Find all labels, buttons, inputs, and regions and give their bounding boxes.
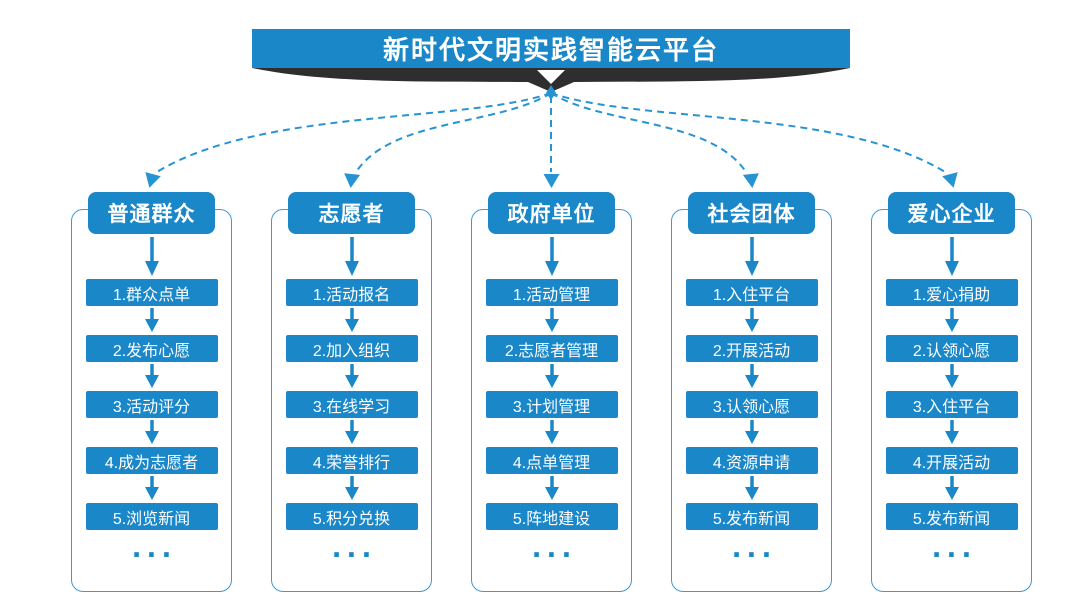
workflow-step: 5.积分兑换	[285, 503, 418, 530]
origin-diamond-icon	[546, 85, 556, 100]
down-arrow-icon	[944, 476, 959, 500]
ellipsis-more: ...	[332, 528, 377, 564]
connector-arrowhead-icon	[344, 173, 361, 188]
column-content: 社会团体 1.入住平台 2.开展活动 3.认领心愿 4.资源申请 5.发布新闻 …	[671, 192, 832, 592]
down-arrow-icon	[544, 364, 559, 388]
role-header: 政府单位	[488, 192, 615, 234]
banner-ribbon	[252, 68, 850, 92]
connector-arrowhead-icon	[145, 172, 161, 188]
platform-title-banner: 新时代文明实践智能云平台	[252, 29, 850, 68]
workflow-step: 2.开展活动	[685, 335, 818, 362]
workflow-step: 2.认领心愿	[885, 335, 1018, 362]
connector-arrowhead-icon	[742, 173, 759, 188]
ellipsis-more: ...	[732, 528, 777, 564]
workflow-step: 5.发布新闻	[685, 503, 818, 530]
role-column: 爱心企业 1.爱心捐助 2.认领心愿 3.入住平台 4.开展活动 5.发布新闻 …	[871, 192, 1032, 592]
platform-title: 新时代文明实践智能云平台	[382, 35, 719, 65]
workflow-step: 4.点单管理	[485, 447, 618, 474]
role-column: 社会团体 1.入住平台 2.开展活动 3.认领心愿 4.资源申请 5.发布新闻 …	[671, 192, 832, 592]
workflow-step: 3.认领心愿	[685, 391, 818, 418]
connector-arrowhead-icon	[942, 172, 958, 188]
workflow-step: 1.爱心捐助	[885, 279, 1018, 306]
role-header: 志愿者	[288, 192, 415, 234]
ellipsis-more: ...	[932, 528, 977, 564]
down-arrow-icon	[544, 237, 559, 276]
down-arrow-icon	[144, 476, 159, 500]
workflow-step: 5.阵地建设	[485, 503, 618, 530]
workflow-step: 4.资源申请	[685, 447, 818, 474]
workflow-step: 3.入住平台	[885, 391, 1018, 418]
workflow-step: 2.加入组织	[285, 335, 418, 362]
down-arrow-icon	[344, 308, 359, 332]
role-header: 普通群众	[88, 192, 215, 234]
workflow-step: 3.在线学习	[285, 391, 418, 418]
workflow-step: 5.发布新闻	[885, 503, 1018, 530]
connector-lines	[145, 85, 958, 188]
workflow-step: 1.活动报名	[285, 279, 418, 306]
down-arrow-icon	[544, 476, 559, 500]
column-content: 政府单位 1.活动管理 2.志愿者管理 3.计划管理 4.点单管理 5.阵地建设…	[471, 192, 632, 592]
down-arrow-icon	[744, 237, 759, 276]
role-header: 社会团体	[688, 192, 815, 234]
down-arrow-icon	[744, 308, 759, 332]
down-arrow-icon	[144, 364, 159, 388]
down-arrow-icon	[944, 364, 959, 388]
down-arrow-icon	[944, 308, 959, 332]
down-arrow-icon	[344, 476, 359, 500]
down-arrow-icon	[344, 364, 359, 388]
ellipsis-more: ...	[532, 528, 577, 564]
role-column: 普通群众 1.群众点单 2.发布心愿 3.活动评分 4.成为志愿者 5.浏览新闻…	[71, 192, 232, 592]
workflow-step: 1.入住平台	[685, 279, 818, 306]
role-column: 政府单位 1.活动管理 2.志愿者管理 3.计划管理 4.点单管理 5.阵地建设…	[471, 192, 632, 592]
workflow-step: 1.活动管理	[485, 279, 618, 306]
workflow-step: 4.成为志愿者	[85, 447, 218, 474]
ellipsis-more: ...	[132, 528, 177, 564]
down-arrow-icon	[944, 237, 959, 276]
down-arrow-icon	[744, 476, 759, 500]
workflow-step: 3.活动评分	[85, 391, 218, 418]
down-arrow-icon	[744, 364, 759, 388]
down-arrow-icon	[944, 420, 959, 444]
role-column: 志愿者 1.活动报名 2.加入组织 3.在线学习 4.荣誉排行 5.积分兑换 .…	[271, 192, 432, 592]
down-arrow-icon	[144, 420, 159, 444]
workflow-step: 2.发布心愿	[85, 335, 218, 362]
column-content: 爱心企业 1.爱心捐助 2.认领心愿 3.入住平台 4.开展活动 5.发布新闻 …	[871, 192, 1032, 592]
role-header: 爱心企业	[888, 192, 1015, 234]
workflow-step: 1.群众点单	[85, 279, 218, 306]
column-content: 普通群众 1.群众点单 2.发布心愿 3.活动评分 4.成为志愿者 5.浏览新闻…	[71, 192, 232, 592]
workflow-step: 4.开展活动	[885, 447, 1018, 474]
workflow-step: 2.志愿者管理	[485, 335, 618, 362]
workflow-step: 3.计划管理	[485, 391, 618, 418]
down-arrow-icon	[544, 420, 559, 444]
down-arrow-icon	[544, 308, 559, 332]
workflow-step: 5.浏览新闻	[85, 503, 218, 530]
column-content: 志愿者 1.活动报名 2.加入组织 3.在线学习 4.荣誉排行 5.积分兑换 .…	[271, 192, 432, 592]
down-arrow-icon	[344, 237, 359, 276]
connector-arrowhead-icon	[543, 174, 560, 188]
down-arrow-icon	[144, 308, 159, 332]
down-arrow-icon	[344, 420, 359, 444]
down-triangle-icon	[537, 70, 565, 84]
down-arrow-icon	[744, 420, 759, 444]
workflow-step: 4.荣誉排行	[285, 447, 418, 474]
down-arrow-icon	[144, 237, 159, 276]
